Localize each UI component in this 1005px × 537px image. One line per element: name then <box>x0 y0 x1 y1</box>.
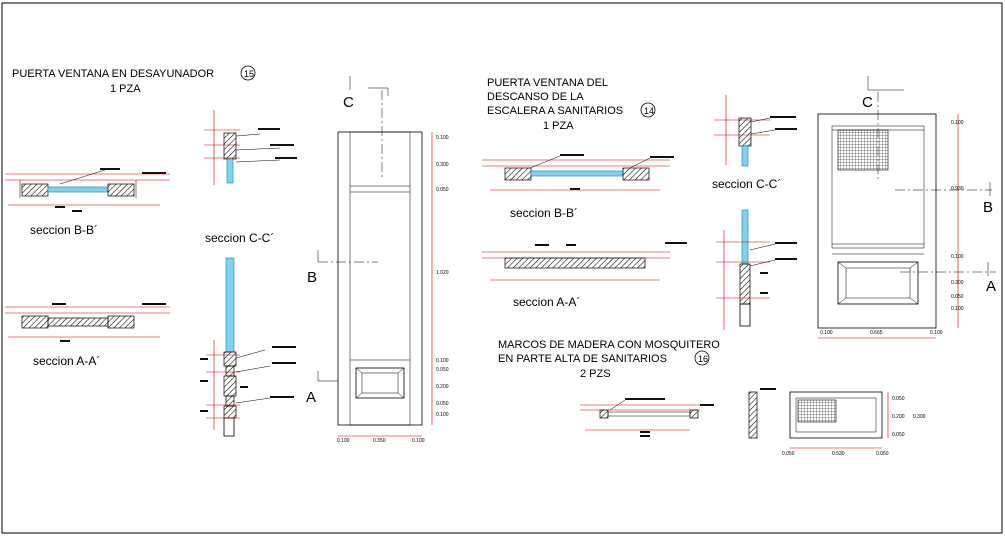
section-bb-1 <box>5 168 170 212</box>
svg-text:0.050: 0.050 <box>892 396 905 402</box>
drawing-3-number: 16 <box>698 354 708 364</box>
cut-label-a-1: A <box>306 389 316 406</box>
drawing-3: MARCOS DE MADERA CON MOSQUITERO EN PARTE… <box>498 339 926 457</box>
section-bb-1-label: seccion B-B´ <box>30 223 98 237</box>
cut-label-c-1: C <box>343 94 354 111</box>
svg-text:0.050: 0.050 <box>876 451 889 457</box>
section-aa-1 <box>5 303 170 342</box>
svg-text:0.100: 0.100 <box>930 330 943 336</box>
drawing-1-number-circle <box>240 65 256 81</box>
svg-text:0.100: 0.100 <box>820 330 833 336</box>
svg-text:0.100: 0.100 <box>951 120 964 126</box>
svg-text:0.100: 0.100 <box>436 135 449 141</box>
drawing-3-number-circle <box>694 350 710 366</box>
drawing-2: PUERTA VENTANA DEL DESCANSO DE LA ESCALE… <box>482 76 996 339</box>
svg-text:0.050: 0.050 <box>892 432 905 438</box>
svg-text:0.100: 0.100 <box>337 438 350 444</box>
drawing-1: PUERTA VENTANA EN DESAYUNADOR 15 1 PZA s… <box>5 65 449 444</box>
drawing-3-quantity: 2 PZS <box>580 368 611 380</box>
drawing-2-number-circle <box>640 102 656 118</box>
drawing-1-quantity: 1 PZA <box>110 83 141 95</box>
svg-text:0.200: 0.200 <box>892 414 905 420</box>
svg-text:0.100: 0.100 <box>951 254 964 260</box>
svg-text:0.100: 0.100 <box>436 358 449 364</box>
section-cc-1-top <box>204 110 297 185</box>
svg-text:0.100: 0.100 <box>412 438 425 444</box>
cut-label-a-2: A <box>986 278 996 295</box>
mosquitero-dims-right: 0.050 0.200 0.300 0.050 <box>892 396 926 438</box>
section-mosquitero-plan <box>580 398 714 437</box>
svg-text:0.530: 0.530 <box>832 451 845 457</box>
section-mosquitero-side <box>748 388 776 439</box>
cut-label-c-2: C <box>862 94 873 111</box>
elevation-2-dims-bottom: 0.100 0.665 0.100 <box>820 330 943 336</box>
svg-text:0.930: 0.930 <box>951 186 964 192</box>
svg-text:0.300: 0.300 <box>913 414 926 420</box>
elevation-2 <box>817 76 996 339</box>
mosquitero-dims-bottom: 0.050 0.530 0.050 <box>782 451 889 457</box>
drawing-3-title-line2: EN PARTE ALTA DE SANITARIOS <box>498 353 667 365</box>
section-cc-2 <box>714 95 797 330</box>
section-aa-2-label: seccion A-A´ <box>513 295 580 309</box>
section-cc-1-tall <box>200 257 296 437</box>
elevation-2-dims-right: 0.100 0.930 0.100 0.300 0.050 0.100 <box>951 120 964 312</box>
elevation-1 <box>317 76 433 437</box>
elevation-1-dims-bottom: 0.100 0.350 0.100 <box>337 438 425 444</box>
drawing-2-quantity: 1 PZA <box>543 120 574 132</box>
section-aa-1-label: seccion A-A´ <box>33 354 100 368</box>
svg-text:0.050: 0.050 <box>436 187 449 193</box>
svg-text:0.050: 0.050 <box>436 367 449 373</box>
svg-text:0.100: 0.100 <box>951 306 964 312</box>
svg-text:0.050: 0.050 <box>782 451 795 457</box>
svg-text:0.050: 0.050 <box>951 294 964 300</box>
cut-label-b-2: B <box>983 199 993 216</box>
drawing-1-number: 15 <box>244 69 254 79</box>
svg-text:0.665: 0.665 <box>870 330 883 336</box>
elevation-1-dims-right: 0.100 0.300 0.050 1.020 0.100 0.050 0.20… <box>436 135 449 418</box>
drawing-2-title-line2: DESCANSO DE LA <box>487 91 584 103</box>
section-cc-1-label: seccion C-C´ <box>205 231 274 245</box>
svg-text:1.020: 1.020 <box>436 270 449 276</box>
drawing-1-title: PUERTA VENTANA EN DESAYUNADOR <box>12 68 214 80</box>
svg-text:0.200: 0.200 <box>436 384 449 390</box>
drawing-2-title-line1: PUERTA VENTANA DEL <box>487 77 608 89</box>
svg-text:0.350: 0.350 <box>373 438 386 444</box>
section-cc-2-label: seccion C-C´ <box>712 177 781 191</box>
svg-text:0.050: 0.050 <box>436 401 449 407</box>
drawing-2-title-line3: ESCALERA A SANITARIOS <box>487 105 623 117</box>
svg-text:0.300: 0.300 <box>951 280 964 286</box>
section-bb-2-label: seccion B-B´ <box>510 206 578 220</box>
section-aa-2 <box>482 242 687 281</box>
section-bb-2 <box>482 154 674 191</box>
drawing-2-number: 14 <box>644 106 654 116</box>
svg-text:0.100: 0.100 <box>436 412 449 418</box>
cut-label-b-1: B <box>307 269 317 286</box>
mosquitero-elevation <box>789 391 889 449</box>
drawing-3-title-line1: MARCOS DE MADERA CON MOSQUITERO <box>498 339 720 351</box>
svg-text:0.300: 0.300 <box>436 162 449 168</box>
